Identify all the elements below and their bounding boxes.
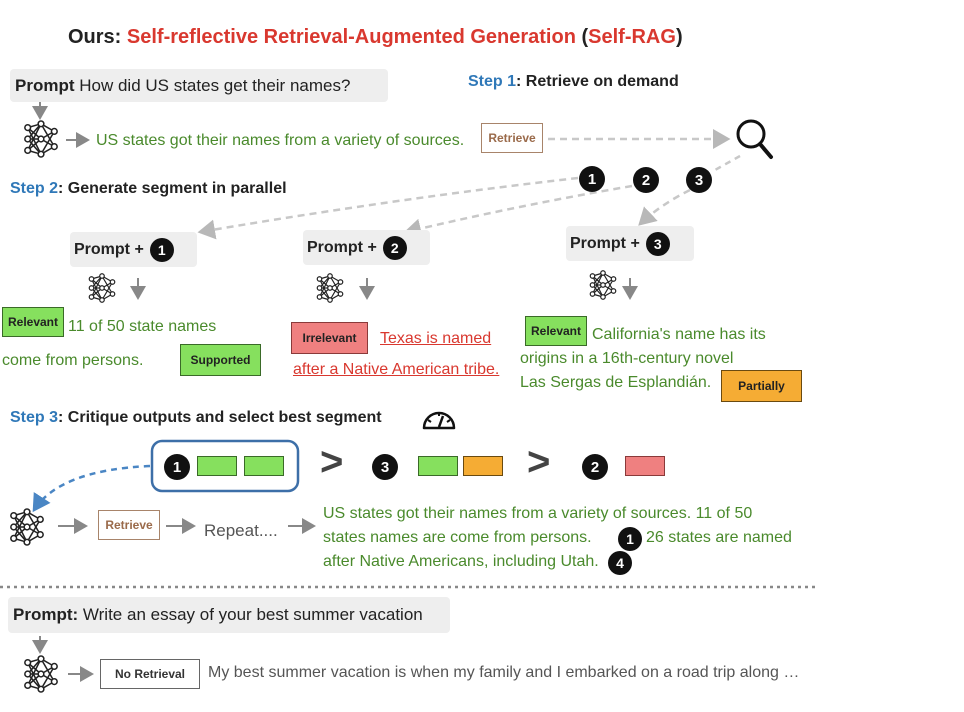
- col1-passage-badge: 1: [149, 237, 174, 262]
- final-line2b: 26 states are named: [646, 529, 792, 546]
- retrieve-tag: Retrieve: [481, 123, 543, 153]
- passage-3-badge: 3: [686, 167, 712, 193]
- step1-heading: Step 1: Retrieve on demand: [468, 73, 679, 91]
- dashed-to-col3: [638, 188, 691, 226]
- citation-1-badge: 1: [618, 527, 642, 551]
- step3-desc: : Critique outputs and select best segme…: [58, 409, 382, 426]
- rank2-support-square: [463, 456, 503, 476]
- prompt1-text: How did US states get their names?: [79, 76, 351, 95]
- col3-relevant-tag: Relevant: [525, 316, 587, 346]
- col3-prompt-label: Prompt +: [570, 234, 640, 252]
- step2-label: Step 2: [10, 180, 59, 197]
- step2-heading: Step 2: Generate segment in parallel: [10, 180, 287, 198]
- gen1-text: US states got their names from a variety…: [96, 132, 465, 149]
- col3-partially-tag: Partially: [721, 370, 802, 402]
- col2-line2: after a Native American tribe.: [293, 361, 500, 378]
- title-name: Self-reflective Retrieval-Augmented Gene…: [126, 26, 576, 48]
- step2-desc: : Generate segment in parallel: [58, 180, 287, 197]
- search-icon: [736, 119, 773, 159]
- rank1-relevance-square: [197, 456, 237, 476]
- step3-heading: Step 3: Critique outputs and select best…: [10, 409, 382, 427]
- citation-4-badge: 4: [608, 551, 632, 575]
- page-title: Ours: Self-reflective Retrieval-Augmente…: [68, 26, 683, 49]
- col2-prompt-box: Prompt + 2: [303, 230, 430, 265]
- step1-desc: : Retrieve on demand: [516, 73, 679, 90]
- col2-irrelevant-tag: Irrelevant: [291, 322, 368, 354]
- passage-2-badge: 2: [633, 167, 659, 193]
- col2-line1: Texas is named: [380, 330, 492, 347]
- dashed-to-col1: [197, 176, 579, 240]
- col3-prompt-box: Prompt + 3: [566, 226, 694, 261]
- final-line3: after Native Americans, including Utah.: [323, 553, 599, 570]
- col3-passage-badge: 3: [645, 231, 670, 256]
- final-line2: states names are come from persons.: [323, 529, 592, 546]
- blue-dashed-arrow: [32, 464, 151, 513]
- prompt2-text: Write an essay of your best summer vacat…: [82, 605, 423, 624]
- col1-prompt-box: Prompt + 1: [70, 232, 197, 267]
- col2-passage-badge: 2: [382, 235, 407, 260]
- col3-model-icon: [589, 270, 617, 300]
- rank3-badge: 2: [582, 454, 608, 480]
- col1-line1: 11 of 50 state names: [68, 318, 217, 335]
- col1-prompt-label: Prompt +: [74, 240, 144, 258]
- passage-1-badge: 1: [579, 166, 605, 192]
- final-model-icon: [10, 508, 44, 546]
- gen2-text: My best summer vacation is when my famil…: [208, 664, 800, 681]
- col3-line1: California's name has its: [592, 326, 766, 343]
- prompt2-label: Prompt:: [13, 605, 79, 624]
- rank2-badge: 3: [372, 454, 398, 480]
- best-segment-box: [150, 439, 300, 493]
- dashed-to-col2: [403, 184, 633, 239]
- prompt1-label: Prompt: [15, 76, 75, 95]
- title-abbr: Self-RAG: [588, 26, 676, 48]
- rank2-relevance-square: [418, 456, 458, 476]
- col2-model-icon: [316, 273, 344, 303]
- rank3-relevance-square: [625, 456, 665, 476]
- repeat-text: Repeat....: [204, 521, 278, 540]
- col1-line2: come from persons.: [2, 352, 144, 369]
- no-retrieval-tag: No Retrieval: [100, 659, 200, 689]
- gauge-icon: [422, 411, 456, 430]
- rank1-support-square: [244, 456, 284, 476]
- col1-supported-tag: Supported: [180, 344, 261, 376]
- final-retrieve-tag: Retrieve: [98, 510, 160, 540]
- col3-line3: Las Sergas de Esplandián.: [520, 374, 712, 391]
- col2-prompt-label: Prompt +: [307, 238, 377, 256]
- greater-than-1: >: [320, 440, 344, 484]
- prompt1-box: Prompt How did US states get their names…: [10, 69, 388, 102]
- greater-than-2: >: [527, 440, 551, 484]
- step3-label: Step 3: [10, 409, 59, 426]
- title-paren-close: ): [675, 26, 683, 48]
- language-model-icon: [24, 120, 58, 158]
- col1-relevant-tag: Relevant: [2, 307, 64, 337]
- prompt2-model-icon: [24, 655, 58, 693]
- title-prefix: Ours:: [68, 26, 127, 48]
- prompt2-box: Prompt: Write an essay of your best summ…: [8, 597, 450, 633]
- step1-label: Step 1: [468, 73, 517, 90]
- dashed-to-3: [714, 154, 741, 172]
- rank1-badge: 1: [164, 454, 190, 480]
- col3-line2: origins in a 16th-century novel: [520, 350, 734, 367]
- title-paren-open: (: [575, 26, 589, 48]
- col1-model-icon: [88, 273, 116, 303]
- final-line1: US states got their names from a variety…: [323, 505, 753, 522]
